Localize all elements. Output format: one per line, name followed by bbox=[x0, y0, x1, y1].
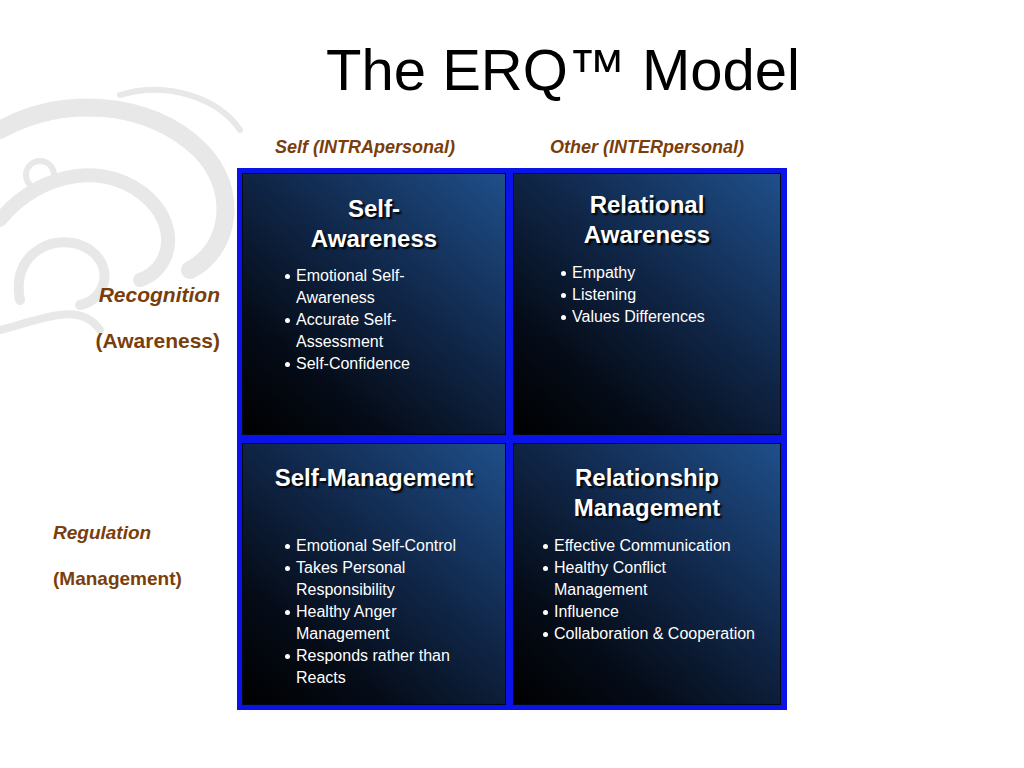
bullet-dot bbox=[285, 274, 290, 279]
bullet-item: Accurate Self-Assessment bbox=[284, 309, 444, 353]
diagram-title: The ERQ™ Model bbox=[263, 30, 863, 110]
bullet-item: Collaboration & Cooperation bbox=[542, 623, 757, 645]
bullet-dot bbox=[285, 610, 290, 615]
bullet-dot bbox=[543, 610, 548, 615]
swirl-ornament bbox=[0, 90, 240, 330]
bullet-text: Accurate Self-Assessment bbox=[296, 311, 396, 350]
row-label: Recognition bbox=[99, 281, 220, 309]
bullet-item: Listening bbox=[560, 284, 760, 306]
bullet-text: Responds rather than Reacts bbox=[296, 647, 450, 686]
bullet-dot bbox=[543, 544, 548, 549]
bullet-item: Emotional Self-Control bbox=[284, 535, 476, 557]
bullet-text: Takes Personal Responsibility bbox=[296, 559, 405, 598]
bullet-text: Listening bbox=[572, 286, 636, 303]
quadrant-heading: Self-Management bbox=[274, 463, 474, 493]
bullet-text: Emotional Self-Control bbox=[296, 537, 456, 554]
row-label: (Management) bbox=[53, 566, 182, 592]
row-label: Regulation bbox=[53, 520, 151, 546]
bullet-item: Effective Communication bbox=[542, 535, 757, 557]
bullet-dot bbox=[561, 271, 566, 276]
bullet-dot bbox=[285, 544, 290, 549]
bullet-dot bbox=[543, 632, 548, 637]
bullet-text: Self-Confidence bbox=[296, 355, 410, 372]
quadrant-heading: Relationship Management bbox=[537, 463, 757, 523]
bullet-text: Collaboration & Cooperation bbox=[554, 625, 755, 642]
quadrant-box: Self-AwarenessEmotional Self-AwarenessAc… bbox=[242, 173, 506, 435]
bullet-list: EmpathyListeningValues Differences bbox=[560, 262, 760, 328]
quadrant-heading: Relational Awareness bbox=[557, 190, 737, 250]
bullet-text: Healthy Conflict Management bbox=[554, 559, 666, 598]
bullet-dot bbox=[561, 293, 566, 298]
quadrant-box: Self-ManagementEmotional Self-ControlTak… bbox=[242, 443, 506, 705]
quadrant-heading: Self-Awareness bbox=[299, 194, 449, 254]
bullet-list: Effective CommunicationHealthy Conflict … bbox=[542, 535, 757, 645]
bullet-text: Empathy bbox=[572, 264, 635, 281]
bullet-item: Self-Confidence bbox=[284, 353, 444, 375]
bullet-text: Values Differences bbox=[572, 308, 705, 325]
bullet-item: Takes Personal Responsibility bbox=[284, 557, 476, 601]
quadrant-box: Relational AwarenessEmpathyListeningValu… bbox=[513, 173, 781, 435]
bullet-item: Influence bbox=[542, 601, 757, 623]
bullet-dot bbox=[561, 315, 566, 320]
bullet-text: Healthy Anger Management bbox=[296, 603, 397, 642]
column-header: Other (INTERpersonal) bbox=[517, 135, 777, 159]
bullet-item: Values Differences bbox=[560, 306, 760, 328]
bullet-dot bbox=[285, 654, 290, 659]
bullet-text: Influence bbox=[554, 603, 619, 620]
column-header: Self (INTRApersonal) bbox=[235, 135, 495, 159]
grid-frame bbox=[237, 168, 787, 710]
bullet-item: Healthy Conflict Management bbox=[542, 557, 757, 601]
bullet-list: Emotional Self-ControlTakes Personal Res… bbox=[284, 535, 476, 689]
quadrant-box: Relationship ManagementEffective Communi… bbox=[513, 443, 781, 705]
bullet-list: Emotional Self-AwarenessAccurate Self-As… bbox=[284, 265, 444, 375]
bullet-item: Empathy bbox=[560, 262, 760, 284]
row-label: (Awareness) bbox=[95, 327, 220, 355]
bullet-text: Effective Communication bbox=[554, 537, 731, 554]
bullet-item: Emotional Self-Awareness bbox=[284, 265, 444, 309]
bullet-text: Emotional Self-Awareness bbox=[296, 267, 405, 306]
bullet-dot bbox=[285, 318, 290, 323]
bullet-item: Responds rather than Reacts bbox=[284, 645, 476, 689]
bullet-dot bbox=[285, 362, 290, 367]
bullet-dot bbox=[543, 566, 548, 571]
bullet-item: Healthy Anger Management bbox=[284, 601, 476, 645]
bullet-dot bbox=[285, 566, 290, 571]
